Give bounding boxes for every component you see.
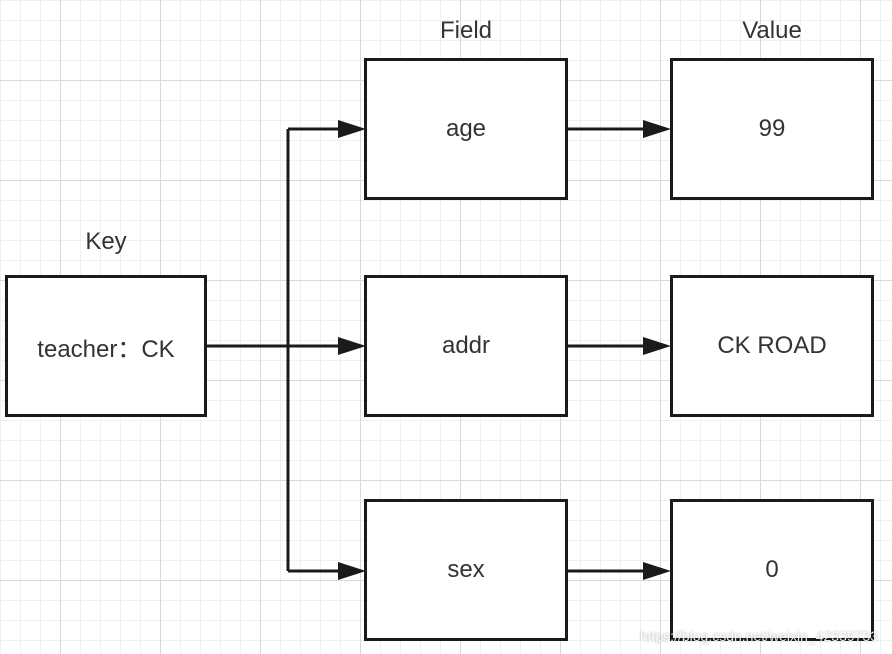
value-box-label: 99: [758, 115, 786, 142]
field-box-addr: addr: [364, 275, 568, 417]
arrowhead-field-age: [338, 120, 366, 138]
value-box-sex: 0: [670, 499, 874, 641]
value-box-addr: CK ROAD: [670, 275, 874, 417]
arrowhead-field-sex: [338, 562, 366, 580]
arrowhead-value-age: [643, 120, 671, 138]
field-box-label: sex: [447, 556, 485, 583]
field-box-age: age: [364, 58, 568, 200]
value-box-age: 99: [670, 58, 874, 200]
key-box-label: teacher：CK: [37, 335, 175, 363]
key-header: Key: [85, 228, 127, 255]
field-header: Field: [439, 17, 493, 44]
field-box-label: addr: [441, 332, 491, 359]
key-box: teacher：CK: [5, 275, 207, 417]
value-box-label: CK ROAD: [717, 332, 827, 359]
watermark-text: https://blog.csdn.net/weixin_42339733: [639, 628, 878, 644]
field-box-sex: sex: [364, 499, 568, 641]
arrowhead-value-addr: [643, 337, 671, 355]
arrowhead-field-addr: [338, 337, 366, 355]
field-box-label: age: [445, 115, 487, 142]
value-box-label: 0: [765, 556, 779, 583]
arrowhead-value-sex: [643, 562, 671, 580]
value-header: Value: [742, 17, 802, 44]
